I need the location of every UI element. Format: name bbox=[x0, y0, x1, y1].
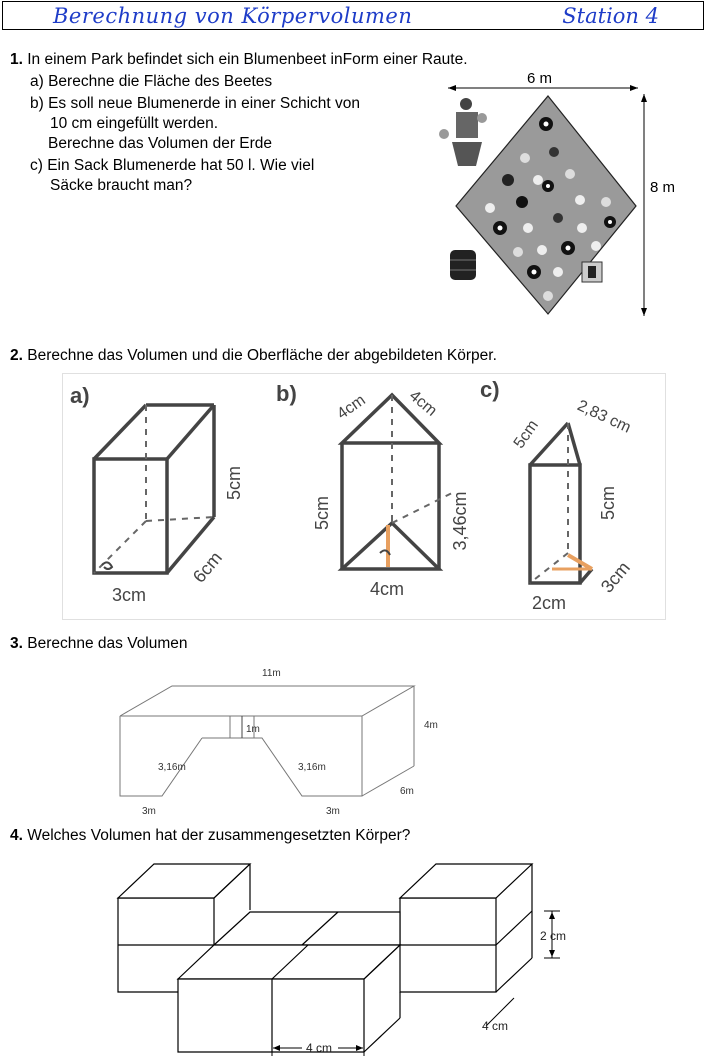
body-b-label: b) bbox=[276, 381, 297, 406]
task4-text: Welches Volumen hat der zusammengesetzte… bbox=[27, 827, 411, 844]
flowers bbox=[485, 117, 616, 301]
task1-heading: 1. In einem Park befindet sich ein Blume… bbox=[10, 50, 468, 70]
body-a-label: a) bbox=[70, 383, 90, 408]
station-label: Station 4 bbox=[562, 4, 659, 28]
task3-depth-label: 6m bbox=[400, 786, 414, 797]
page-title: Berechnung von Körpervolumen bbox=[53, 4, 413, 28]
body-b-prism bbox=[337, 392, 444, 571]
task3-notch-label: 1m bbox=[246, 724, 260, 735]
task2-text: Berechne das Volumen und die Oberfläche … bbox=[27, 347, 497, 364]
task1-c2: Säcke braucht man? bbox=[50, 177, 193, 194]
rhombus-flowerbed-figure: 6 m 8 m bbox=[439, 70, 675, 316]
body-a-height: 5cm bbox=[224, 466, 244, 500]
body-a-depth: 6cm bbox=[189, 548, 226, 587]
rhombus-height-label: 8 m bbox=[650, 179, 675, 196]
task3-slant2-label: 3,16m bbox=[298, 762, 326, 773]
task1-c1: c) Ein Sack Blumenerde hat 50 l. Wie vie… bbox=[30, 157, 315, 174]
task4-height-label: 2 cm bbox=[540, 929, 566, 943]
task1-b2: 10 cm eingefüllt werden. bbox=[50, 115, 219, 132]
task3-slant1-label: 3,16m bbox=[158, 762, 186, 773]
task4-heading: 4. Welches Volumen hat der zusammengeset… bbox=[10, 826, 410, 846]
gardener-icon bbox=[439, 98, 487, 166]
task1-number: 1. bbox=[10, 51, 23, 68]
body-c-side2: 2,83 cm bbox=[575, 397, 634, 436]
body-b-height: 5cm bbox=[312, 496, 332, 530]
body-c-label: c) bbox=[480, 377, 500, 402]
task3-text: Berechne das Volumen bbox=[27, 635, 188, 652]
rhombus-width-label: 6 m bbox=[527, 70, 552, 87]
task4-width-label: 4 cm bbox=[306, 1041, 332, 1055]
task1-a: a) Berechne die Fläche des Beetes bbox=[30, 73, 273, 90]
task3-top-label: 11m bbox=[262, 668, 281, 679]
task3-bottom2-label: 3m bbox=[326, 806, 340, 817]
body-a-cuboid bbox=[92, 403, 216, 575]
body-c-prism bbox=[528, 421, 594, 585]
body-b-triangle-height: 3,46cm bbox=[450, 491, 470, 550]
body-b-side1: 4cm bbox=[334, 392, 369, 423]
task2-bodies-figure: a) 5cm 6cm 3cm b) 4cm 4cm 5cm 3,46cm 4cm… bbox=[62, 373, 666, 620]
body-b-base: 4cm bbox=[370, 579, 404, 599]
task3-heading: 3. Berechne das Volumen bbox=[10, 634, 188, 654]
task4-cubes bbox=[116, 863, 534, 1053]
barrel-icon bbox=[450, 250, 476, 280]
task3-bottom1-label: 3m bbox=[142, 806, 156, 817]
task4-composite-body-figure: 2 cm 4 cm 4 cm bbox=[116, 863, 566, 1056]
task3-height-label: 4m bbox=[424, 720, 438, 731]
task2-heading: 2. Berechne das Volumen und die Oberfläc… bbox=[10, 346, 497, 366]
task1-b3: Berechne das Volumen der Erde bbox=[48, 135, 273, 152]
task4-number: 4. bbox=[10, 827, 23, 844]
body-c-width: 2cm bbox=[532, 593, 566, 613]
task3-number: 3. bbox=[10, 635, 23, 652]
rhombus-bed bbox=[455, 95, 637, 315]
task4-depth-label: 4 cm bbox=[482, 1019, 508, 1033]
bucket-icon bbox=[581, 261, 603, 283]
page-header: Berechnung von Körpervolumen Station 4 bbox=[2, 1, 704, 30]
task1-b1: b) Es soll neue Blumenerde in einer Schi… bbox=[30, 95, 360, 112]
task3-body-figure: 11m 4m 1m 3,16m 3,16m 6m 3m 3m bbox=[119, 668, 438, 817]
task3-body bbox=[119, 685, 416, 797]
task2-number: 2. bbox=[10, 347, 23, 364]
task1-text: In einem Park befindet sich ein Blumenbe… bbox=[27, 51, 468, 68]
body-c-height: 5cm bbox=[598, 486, 618, 520]
body-c-side1: 5cm bbox=[511, 417, 542, 452]
body-c-depth: 3cm bbox=[597, 558, 634, 597]
body-a-width: 3cm bbox=[112, 585, 146, 605]
